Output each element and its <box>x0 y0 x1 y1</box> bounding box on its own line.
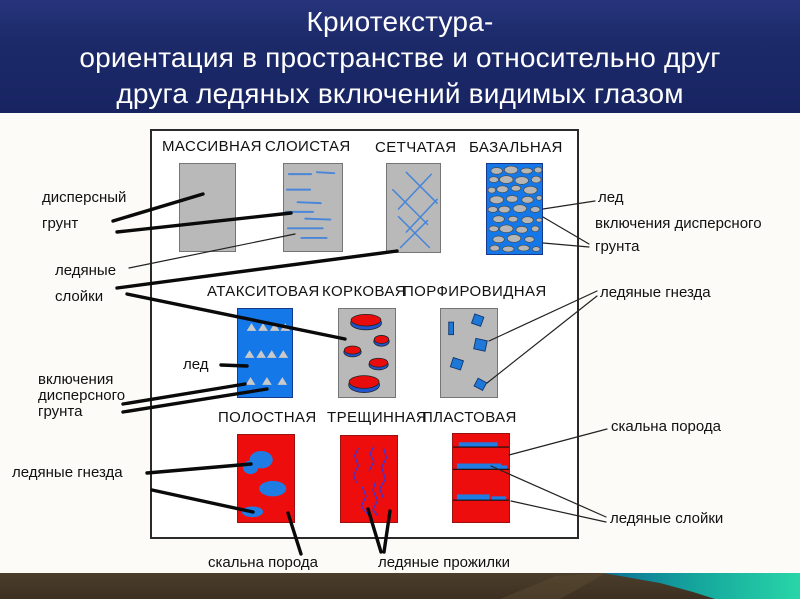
texture-swatch-bazalnaya <box>486 163 543 255</box>
caption-porfirovidnaya: ПОРФИРОВИДНАЯ <box>403 283 547 300</box>
label-ice-middle: лед <box>183 356 209 373</box>
texture-swatch-korkovaya <box>338 308 396 398</box>
caption-bazalnaya: БАЗАЛЬНАЯ <box>469 139 563 156</box>
label-dispersed-ground-left: дисперсный грунт <box>42 189 127 232</box>
texture-swatch-ataksitovaya <box>237 308 293 398</box>
texture-swatch-polostnaya <box>237 434 295 523</box>
footer-bar <box>0 573 800 599</box>
caption-sloistaya: СЛОИСТАЯ <box>265 138 351 155</box>
caption-polostnaya: ПОЛОСТНАЯ <box>218 409 317 426</box>
label-ground-inclusions-left: включения дисперсного грунта <box>38 371 126 420</box>
label-ice-right: лед <box>598 189 624 206</box>
texture-swatch-setchataya <box>386 163 441 253</box>
label-rock-right: скальна порода <box>611 418 722 435</box>
texture-swatch-plastovaya <box>452 433 510 523</box>
caption-treshchinnaya: ТРЕЩИННАЯ <box>327 409 428 426</box>
label-ground-inclusions-right: включения дисперсного грунта <box>595 215 762 255</box>
label-rock-bottom: скальна порода <box>208 554 319 571</box>
caption-massivnaya: МАССИВНАЯ <box>162 138 262 155</box>
caption-korkovaya: КОРКОВАЯ <box>322 283 407 300</box>
texture-swatch-treshchinnaya <box>340 435 398 523</box>
texture-swatch-sloistaya <box>283 163 343 252</box>
caption-plastovaya: ПЛАСТОВАЯ <box>422 409 517 426</box>
label-ice-veins-bottom: ледяные прожилки <box>378 554 510 571</box>
texture-swatch-massivnaya <box>179 163 236 252</box>
label-ice-layers-right: ледяные слойки <box>610 510 724 527</box>
label-ice-layers-left: ледяные слойки <box>55 262 117 305</box>
label-ice-nests-right: ледяные гнезда <box>600 284 711 301</box>
caption-ataksitovaya: АТАКСИТОВАЯ <box>207 283 320 300</box>
caption-setchataya: СЕТЧАТАЯ <box>375 139 457 156</box>
title-line-3: друга ледяных включений видимых глазом <box>116 78 684 109</box>
title-line-1: Криотекстура- <box>306 6 494 37</box>
slide-header: Криотекстура- ориентация в пространстве … <box>0 0 800 113</box>
texture-swatch-porfirovidnaya <box>440 308 498 398</box>
footer-decoration <box>500 573 800 599</box>
title-line-2: ориентация в пространстве и относительно… <box>79 42 721 73</box>
label-ice-nests-left: ледяные гнезда <box>12 464 123 481</box>
